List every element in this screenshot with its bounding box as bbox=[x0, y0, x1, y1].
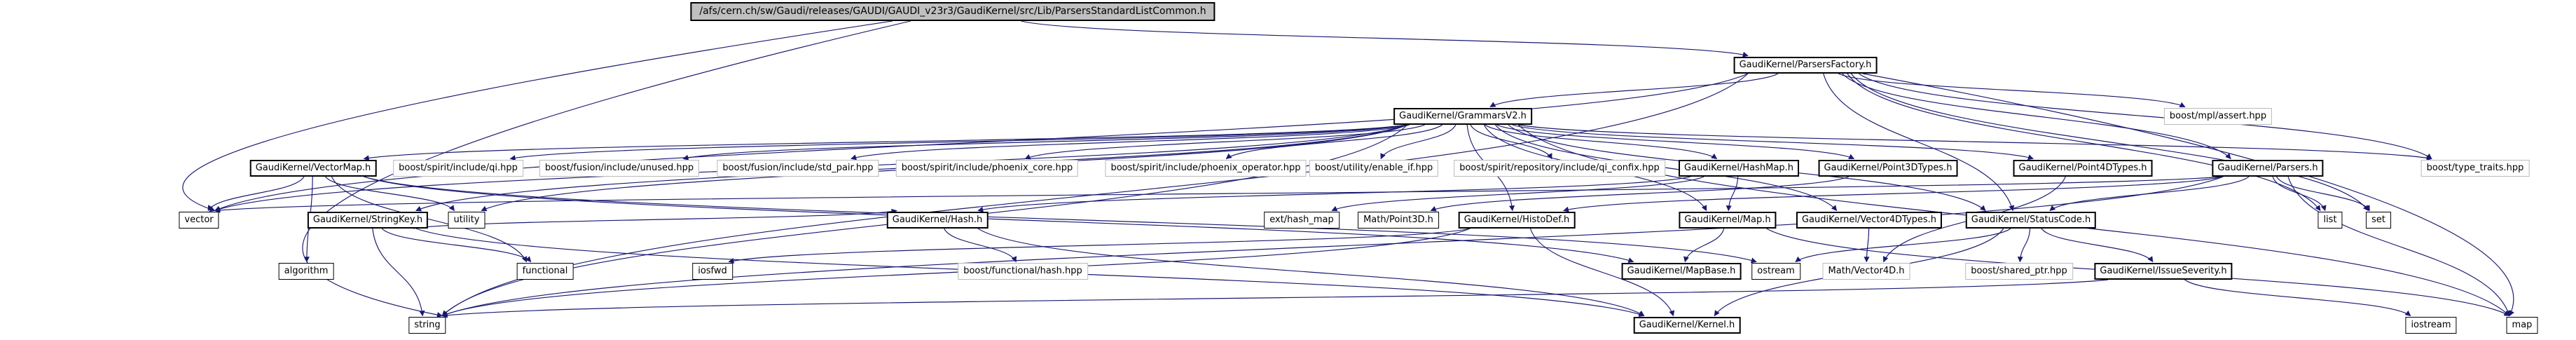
graph-node-parsers[interactable]: GaudiKernel/Parsers.h bbox=[2212, 160, 2324, 177]
include-edge-issueseverity-string bbox=[441, 279, 2109, 318]
graph-node-qi: boost/spirit/include/qi.hpp bbox=[393, 160, 523, 177]
graph-node-hash[interactable]: GaudiKernel/Hash.h bbox=[886, 212, 989, 229]
include-edge-gmap-mapbase bbox=[1683, 228, 1725, 263]
include-edge-stringkey-string bbox=[372, 228, 425, 317]
graph-node-histodef[interactable]: GaudiKernel/HistoDef.h bbox=[1458, 212, 1576, 229]
include-edge-vector4dtypes-mathvector4d bbox=[1864, 228, 1870, 263]
graph-node-unused: boost/fusion/include/unused.hpp bbox=[539, 160, 700, 177]
include-edge-vectormap-vector bbox=[207, 176, 305, 212]
include-edge-parsersfactory-map bbox=[1862, 73, 2514, 317]
graph-node-hashmap[interactable]: GaudiKernel/HashMap.h bbox=[1679, 160, 1799, 177]
graph-node-mapbase[interactable]: GaudiKernel/MapBase.h bbox=[1621, 263, 1742, 280]
include-edge-grammarsv2-enableif bbox=[1380, 124, 1456, 160]
include-edge-hashmap-hash bbox=[977, 176, 1691, 212]
include-edge-grammarsv2-point4dtypes bbox=[1512, 124, 2034, 161]
include-edge-issueseverity-iostream bbox=[2184, 279, 2411, 317]
include-edge-grammarsv2-qiconfix bbox=[1470, 124, 1552, 160]
include-edge-grammarsv2-vectormap bbox=[363, 124, 1407, 161]
include-edge-root-parsersfactory bbox=[1021, 20, 1749, 57]
graph-node-kernel[interactable]: GaudiKernel/Kernel.h bbox=[1633, 317, 1741, 334]
include-edge-vectormap-mapbase bbox=[364, 176, 1634, 264]
include-edge-parsersfactory-grammarsv2 bbox=[1489, 73, 1779, 107]
graph-node-stringkey[interactable]: GaudiKernel/StringKey.h bbox=[307, 212, 429, 229]
graph-node-ostream: ostream bbox=[1751, 263, 1800, 280]
graph-node-functional: functional bbox=[516, 263, 574, 280]
include-edge-parsersfactory-mplassert bbox=[1838, 73, 2186, 108]
include-edge-parsers-set bbox=[2276, 176, 2370, 212]
graph-node-point4dtypes[interactable]: GaudiKernel/Point4DTypes.h bbox=[2013, 160, 2153, 177]
include-edge-histodef-iosfwd bbox=[728, 228, 1470, 264]
include-edge-statuscode-sharedptr bbox=[2017, 228, 2031, 263]
graph-node-qiconfix: boost/spirit/repository/include/qi_confi… bbox=[1454, 160, 1665, 177]
include-edge-grammarsv2-stdpair bbox=[850, 124, 1410, 161]
graph-node-phoenixcore: boost/spirit/include/phoenix_core.hpp bbox=[895, 160, 1079, 177]
include-edge-vectormap-ostream bbox=[364, 176, 1757, 264]
include-edge-hashmap-exthashmap bbox=[1331, 176, 1704, 212]
include-edge-parsers-map bbox=[2287, 176, 2511, 317]
include-edge-statuscode-ostream bbox=[1795, 228, 2011, 262]
graph-node-gmap[interactable]: GaudiKernel/Map.h bbox=[1679, 212, 1777, 229]
graph-node-vectormap[interactable]: GaudiKernel/VectorMap.h bbox=[249, 160, 377, 177]
include-edge-parsers-histodef bbox=[1563, 176, 2224, 212]
include-edge-root-vector bbox=[182, 20, 893, 212]
graph-node-point3dtypes[interactable]: GaudiKernel/Point3DTypes.h bbox=[1818, 160, 1958, 177]
graph-node-parsersfactory[interactable]: GaudiKernel/ParsersFactory.h bbox=[1733, 57, 1878, 74]
include-edge-parsersfactory-statuscode bbox=[1823, 73, 2015, 212]
graph-node-mplassert: boost/mpl/assert.hpp bbox=[2163, 108, 2273, 125]
include-edge-grammarsv2-point3dtypes bbox=[1496, 124, 1855, 160]
include-edge-grammarsv2-qi bbox=[509, 124, 1407, 161]
graph-node-issueseverity[interactable]: GaudiKernel/IssueSeverity.h bbox=[2094, 263, 2233, 280]
graph-node-stdpair: boost/fusion/include/std_pair.hpp bbox=[717, 160, 879, 177]
include-edge-parsers-string bbox=[441, 176, 2224, 317]
include-edge-root-string bbox=[302, 20, 911, 318]
include-edge-grammarsv2-phoenixcore bbox=[1024, 124, 1425, 160]
include-edge-parsersfactory-parsers bbox=[1842, 73, 2231, 160]
include-edge-parsersfactory-list bbox=[1847, 73, 2321, 212]
include-edge-hashmap-gmap bbox=[1726, 176, 1739, 212]
graph-node-mathvector4d: Math/Vector4D.h bbox=[1822, 263, 1910, 280]
graph-node-phoenixop: boost/spirit/include/phoenix_operator.hp… bbox=[1105, 160, 1307, 177]
graph-node-boosthash: boost/functional/hash.hpp bbox=[958, 263, 1088, 280]
include-edge-parsersfactory-typetraits bbox=[1859, 73, 2432, 159]
graph-node-string: string bbox=[408, 317, 446, 334]
graph-node-mathpoint3d: Math/Point3D.h bbox=[1358, 212, 1439, 229]
graph-node-set: set bbox=[2366, 212, 2391, 229]
graph-node-statuscode[interactable]: GaudiKernel/StatusCode.h bbox=[1965, 212, 2097, 229]
include-edge-grammarsv2-vector4dtypes bbox=[1494, 124, 1838, 212]
include-edge-stringkey-hash bbox=[413, 208, 897, 229]
graph-node-vector: vector bbox=[179, 212, 219, 229]
include-edge-histodef-kernel bbox=[1529, 228, 1675, 317]
graph-node-vector4dtypes[interactable]: GaudiKernel/Vector4DTypes.h bbox=[1796, 212, 1943, 229]
include-edge-parsers-list bbox=[2272, 176, 2327, 212]
include-edge-parsers-vector bbox=[214, 176, 2224, 213]
include-edge-hash-boosthash bbox=[944, 228, 1017, 263]
graph-node-grammarsv2[interactable]: GaudiKernel/GrammarsV2.h bbox=[1393, 108, 1532, 125]
include-edge-parsersfactory-set bbox=[1850, 73, 2369, 212]
graph-node-list: list bbox=[2317, 212, 2343, 229]
graph-node-utility: utility bbox=[448, 212, 485, 229]
graph-node-root: /afs/cern.ch/sw/Gaudi/releases/GAUDI/GAU… bbox=[690, 2, 1215, 21]
graph-node-enableif: boost/utility/enable_if.hpp bbox=[1309, 160, 1439, 177]
include-edge-statuscode-issueseverity bbox=[2041, 228, 2154, 263]
graph-node-map: map bbox=[2506, 317, 2538, 334]
include-edge-vectormap-functional bbox=[331, 176, 528, 263]
include-edge-grammarsv2-phoenixop bbox=[1225, 124, 1442, 159]
include-edge-vectormap-utility bbox=[325, 176, 455, 212]
graph-node-typetraits: boost/type_traits.hpp bbox=[2420, 160, 2530, 177]
graph-node-algorithm: algorithm bbox=[278, 263, 334, 280]
include-edge-hash-kernel bbox=[977, 228, 1645, 316]
graph-node-exthashmap: ext/hash_map bbox=[1264, 212, 1339, 229]
graph-node-iosfwd: iosfwd bbox=[692, 263, 733, 280]
include-edge-grammarsv2-unused bbox=[682, 124, 1407, 161]
graph-node-iostream: iostream bbox=[2405, 317, 2457, 334]
graph-node-sharedptr: boost/shared_ptr.hpp bbox=[1965, 263, 2073, 280]
include-edge-grammarsv2-typetraits bbox=[1518, 124, 2432, 161]
include-edge-parsers-statuscode bbox=[2049, 176, 2250, 212]
include-edge-histodef-string bbox=[441, 228, 1470, 317]
include-edge-point3dtypes-mathpoint3d bbox=[1430, 176, 1850, 212]
include-edge-parsersfactory-vector bbox=[214, 73, 1749, 212]
include-edge-stringkey-functional bbox=[381, 228, 532, 263]
